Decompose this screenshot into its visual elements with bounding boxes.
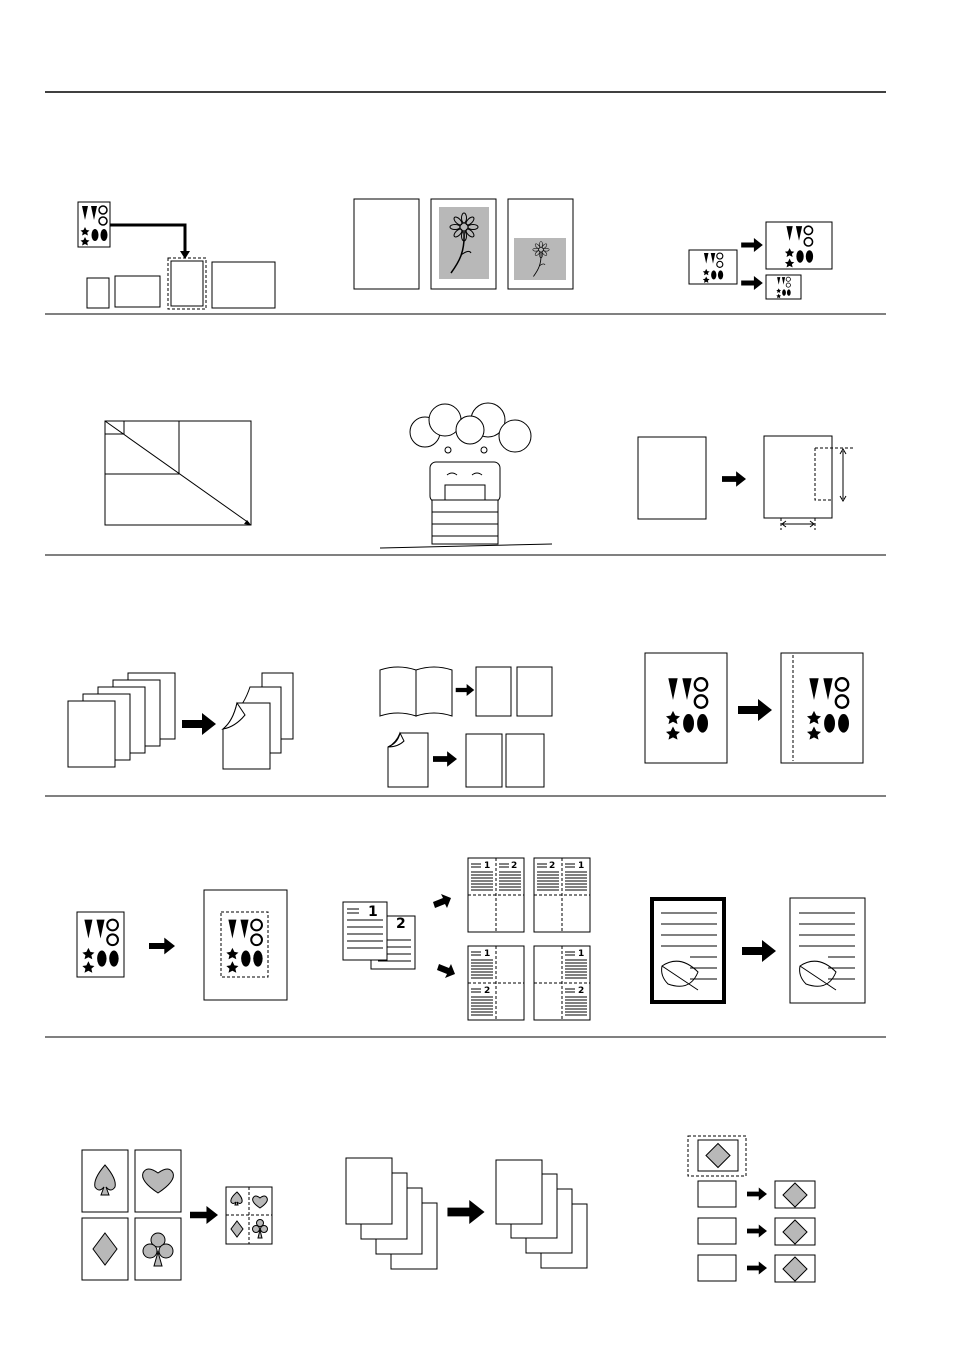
section-dividers (45, 91, 886, 1038)
binding-margin-illustration (644, 652, 864, 764)
margin-shift-illustration (637, 435, 855, 530)
four-in-one-illustration (81, 1149, 273, 1281)
border-erase-illustration (650, 897, 866, 1004)
page-number-2: 2 (396, 916, 406, 932)
layout-top-bottom-right: 1 2 (533, 945, 591, 1021)
page-number-2: 2 (578, 986, 584, 996)
zoom-enlarge-reduce-illustration (688, 221, 833, 300)
auto-paper-select-illustration (77, 201, 276, 310)
layout-right-left: 2 1 (533, 857, 591, 933)
copier-thinking-illustration (379, 402, 553, 549)
layout-left-right: 1 2 (467, 857, 525, 933)
page-number-1: 1 (484, 949, 490, 959)
sort-stack-illustration (345, 1157, 588, 1270)
paper-size-ratio-illustration (104, 420, 252, 526)
page-number-2: 2 (484, 986, 490, 996)
repeat-image-illustration (687, 1135, 816, 1283)
page-number-1: 1 (578, 861, 584, 871)
two-in-one-layout-illustration: 2 1 1 2 2 1 1 2 (342, 857, 591, 1021)
page-number-2: 2 (511, 861, 517, 871)
image-shift-pages-illustration (353, 198, 574, 290)
page-number-1: 1 (578, 949, 584, 959)
page-number-1: 1 (484, 861, 490, 871)
duplex-stack-illustration (67, 672, 294, 770)
page-number-1: 1 (368, 904, 378, 920)
page-number-2: 2 (549, 861, 555, 871)
layout-top-bottom-left: 1 2 (467, 945, 525, 1021)
centering-illustration (76, 889, 288, 1001)
book-split-illustration (379, 666, 553, 788)
